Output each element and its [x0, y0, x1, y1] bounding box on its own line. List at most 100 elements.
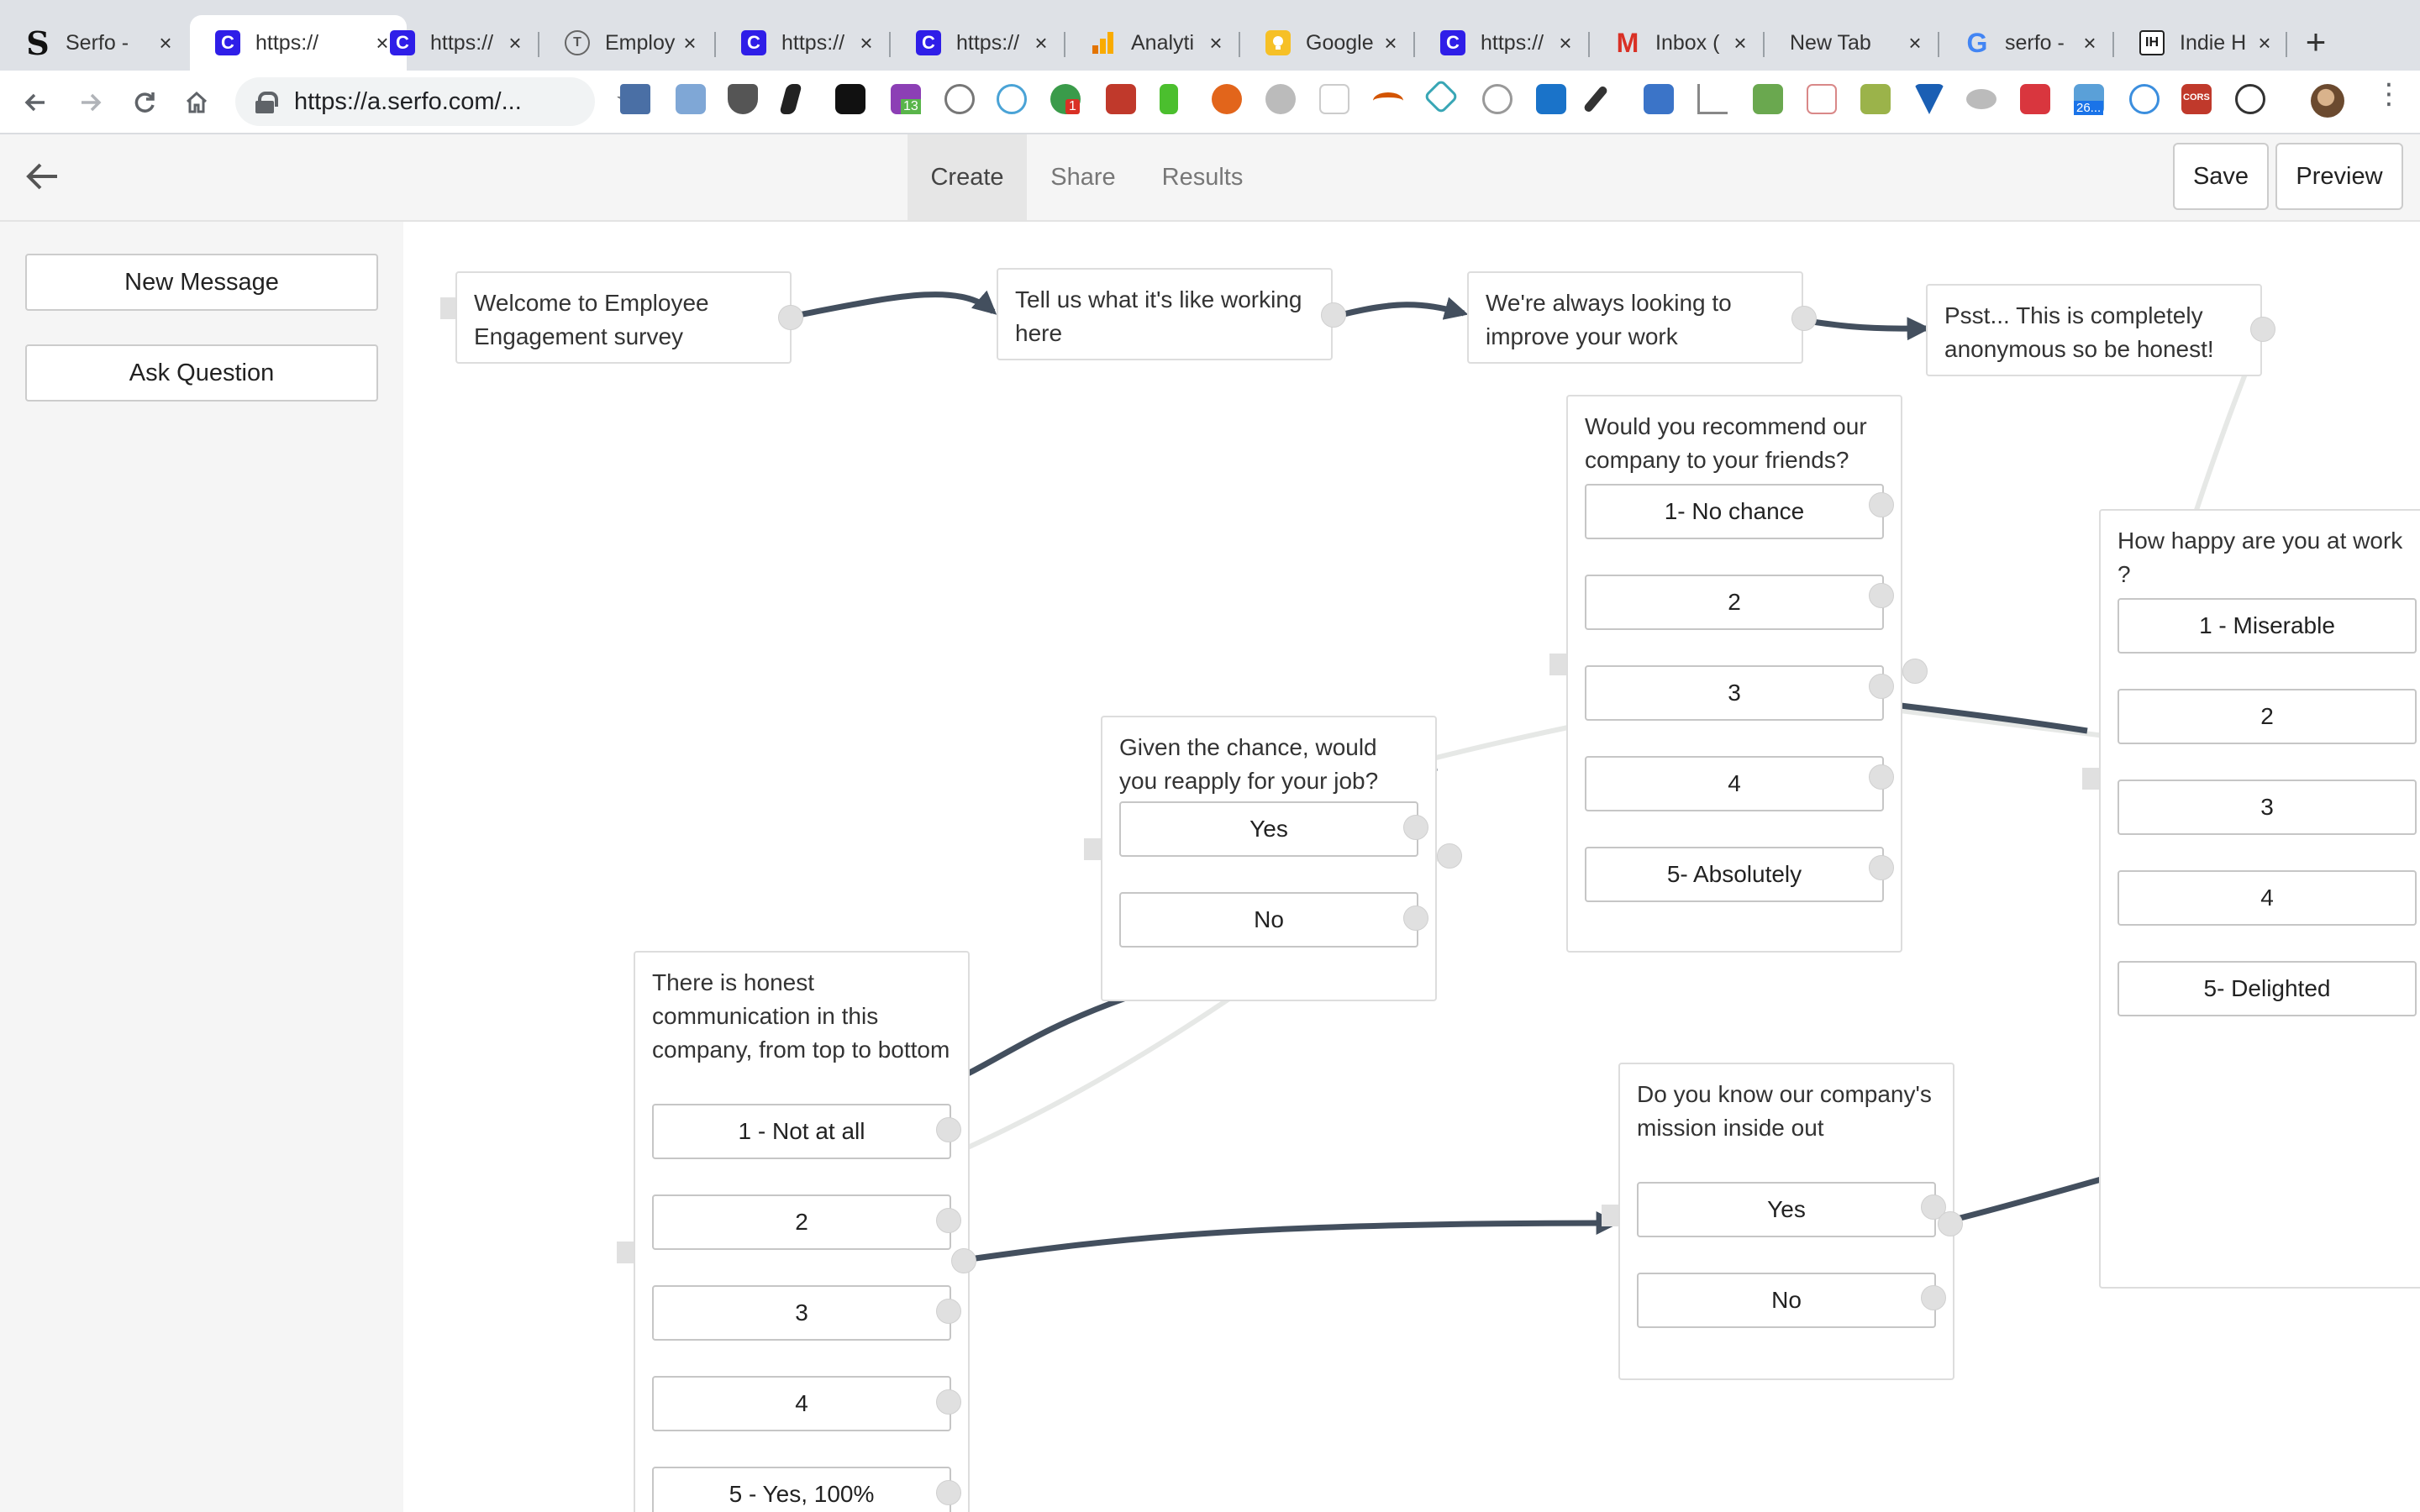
- output-port[interactable]: [1938, 1211, 1963, 1236]
- compass-icon[interactable]: [1536, 84, 1566, 114]
- link-icon[interactable]: [2129, 84, 2160, 114]
- question-node[interactable]: Given the chance, would you reapply for …: [1101, 716, 1437, 1001]
- close-icon[interactable]: ×: [1908, 29, 1922, 55]
- home-button[interactable]: [176, 82, 217, 123]
- extension-icon[interactable]: [1106, 84, 1136, 114]
- extension-icon[interactable]: [2235, 84, 2265, 114]
- skype-icon[interactable]: [1482, 84, 1512, 114]
- ask-question-button[interactable]: Ask Question: [25, 344, 378, 402]
- message-node[interactable]: Psst... This is completely anonymous so …: [1926, 284, 2262, 376]
- message-node[interactable]: Welcome to Employee Engagement survey: [455, 271, 792, 364]
- extension-icon[interactable]: [997, 84, 1027, 114]
- tab-results[interactable]: Results: [1161, 163, 1244, 191]
- answer-choice[interactable]: 3: [1585, 665, 1884, 721]
- houzz-icon[interactable]: [1160, 84, 1178, 114]
- profile-avatar[interactable]: [2311, 84, 2344, 118]
- answer-choice[interactable]: No: [1119, 892, 1418, 948]
- browser-tab[interactable]: T Employ ×: [539, 15, 714, 71]
- browser-tab-serfo[interactable]: S Serfo - ×: [0, 15, 190, 71]
- answer-choice[interactable]: 4: [2118, 870, 2417, 926]
- close-icon[interactable]: ×: [860, 29, 873, 55]
- extension-icon[interactable]: [676, 84, 706, 114]
- input-port[interactable]: [1549, 654, 1566, 675]
- output-port[interactable]: [936, 1389, 961, 1415]
- output-port[interactable]: [936, 1480, 961, 1505]
- browser-tab[interactable]: C https:// ×: [365, 15, 539, 71]
- answer-choice[interactable]: 4: [1585, 756, 1884, 811]
- output-port[interactable]: [1791, 306, 1817, 331]
- output-port[interactable]: [951, 1248, 976, 1273]
- output-port[interactable]: [2250, 317, 2275, 342]
- question-node[interactable]: Would you recommend our company to your …: [1566, 395, 1902, 953]
- output-port[interactable]: [1869, 674, 1894, 699]
- browser-menu-icon[interactable]: ⋮: [2375, 78, 2403, 110]
- output-port[interactable]: [1869, 855, 1894, 880]
- close-icon[interactable]: ×: [683, 29, 697, 55]
- mail-icon[interactable]: [1807, 84, 1837, 114]
- browser-tab-inbox[interactable]: M Inbox ( ×: [1590, 15, 1765, 71]
- answer-choice[interactable]: Yes: [1119, 801, 1418, 857]
- browser-tab-serfo-search[interactable]: G serfo - ×: [1939, 15, 2114, 71]
- answer-choice[interactable]: 2: [1585, 575, 1884, 630]
- output-port[interactable]: [1869, 583, 1894, 608]
- tab-share[interactable]: Share: [1050, 163, 1116, 191]
- output-port[interactable]: [1437, 843, 1462, 869]
- extension-icon[interactable]: [620, 84, 650, 114]
- pocket-icon[interactable]: [728, 84, 758, 114]
- output-port[interactable]: [1869, 764, 1894, 790]
- message-node[interactable]: Tell us what it's like working here: [997, 268, 1333, 360]
- extension-icon[interactable]: [835, 84, 865, 114]
- question-node[interactable]: There is honest communication in this co…: [634, 951, 970, 1512]
- output-port[interactable]: [936, 1299, 961, 1324]
- address-bar[interactable]: https://a.serfo.com/... ☆: [235, 77, 642, 126]
- new-tab-button[interactable]: +: [2305, 22, 2327, 61]
- close-icon[interactable]: ×: [1384, 29, 1397, 55]
- answer-choice[interactable]: 5 - Yes, 100%: [652, 1467, 951, 1512]
- answer-choice[interactable]: 1 - Miserable: [2118, 598, 2417, 654]
- save-button[interactable]: Save: [2173, 143, 2269, 210]
- browser-tab[interactable]: C https:// ×: [891, 15, 1065, 71]
- close-icon[interactable]: ×: [2083, 29, 2096, 55]
- back-button[interactable]: [15, 82, 55, 123]
- tab-create[interactable]: Create: [908, 134, 1027, 220]
- answer-choice[interactable]: Yes: [1637, 1182, 1936, 1237]
- close-icon[interactable]: ×: [508, 29, 522, 55]
- answer-choice[interactable]: No: [1637, 1273, 1936, 1328]
- close-icon[interactable]: ×: [1559, 29, 1572, 55]
- output-port[interactable]: [1321, 302, 1346, 328]
- answer-choice[interactable]: 1 - Not at all: [652, 1104, 951, 1159]
- close-icon[interactable]: ×: [376, 29, 389, 55]
- output-port[interactable]: [778, 305, 803, 330]
- extension-icon[interactable]: [1644, 84, 1674, 114]
- close-icon[interactable]: ×: [159, 29, 172, 55]
- browser-tab-google[interactable]: Google ×: [1240, 15, 1415, 71]
- answer-choice[interactable]: 5- Absolutely: [1585, 847, 1884, 902]
- close-icon[interactable]: ×: [1733, 29, 1747, 55]
- extension-icon[interactable]: [1212, 84, 1242, 114]
- question-node[interactable]: Do you know our company's mission inside…: [1618, 1063, 1954, 1380]
- answer-choice[interactable]: 2: [652, 1194, 951, 1250]
- extension-icon[interactable]: [1860, 84, 1891, 114]
- extension-icon[interactable]: [1265, 84, 1296, 114]
- browser-tab-analytics[interactable]: Analyti ×: [1065, 15, 1240, 71]
- output-port[interactable]: [1921, 1285, 1946, 1310]
- cors-extension-icon[interactable]: CORS: [2181, 84, 2212, 114]
- answer-choice[interactable]: 1- No chance: [1585, 484, 1884, 539]
- output-port[interactable]: [1403, 815, 1428, 840]
- extension-icon[interactable]: [1753, 84, 1783, 114]
- expand-icon[interactable]: [1697, 84, 1728, 114]
- browser-tab-new[interactable]: New Tab ×: [1765, 15, 1939, 71]
- clock-icon[interactable]: [944, 84, 975, 114]
- browser-tab-indie-hackers[interactable]: IH Indie H ×: [2114, 15, 2289, 71]
- browser-tab-active[interactable]: C https:// ×: [190, 15, 407, 71]
- answer-choice[interactable]: 3: [652, 1285, 951, 1341]
- extension-icon[interactable]: [1373, 92, 1403, 109]
- answer-choice[interactable]: 4: [652, 1376, 951, 1431]
- close-icon[interactable]: ×: [1209, 29, 1223, 55]
- output-port[interactable]: [1902, 659, 1928, 684]
- input-port[interactable]: [440, 297, 457, 319]
- input-port[interactable]: [2082, 768, 2099, 790]
- extension-icon[interactable]: [2020, 84, 2050, 114]
- preview-button[interactable]: Preview: [2275, 143, 2403, 210]
- answer-choice[interactable]: 5- Delighted: [2118, 961, 2417, 1016]
